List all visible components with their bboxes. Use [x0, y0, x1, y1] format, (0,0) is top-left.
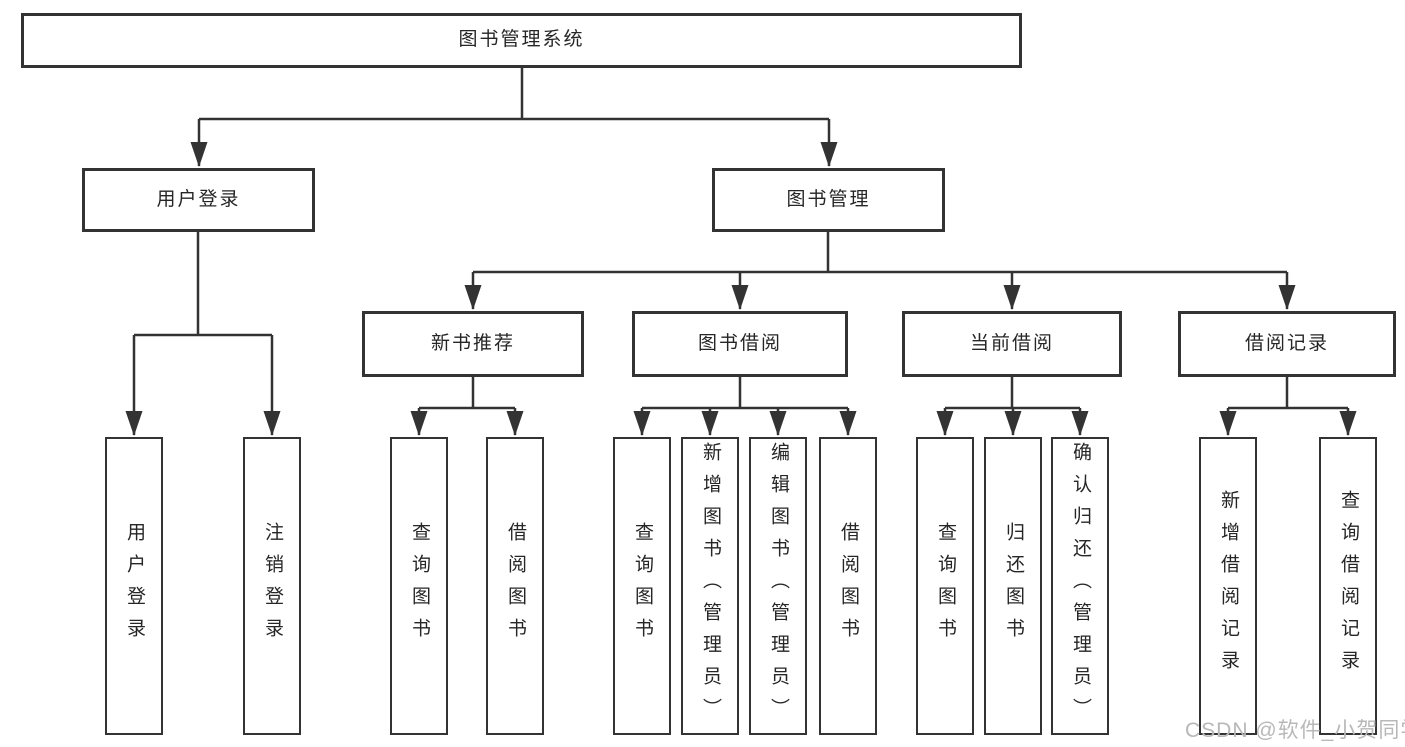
leaf-user-login: 用户登录: [105, 437, 163, 735]
leaf-confirm-return-admin: 确认归还（管理员）: [1051, 437, 1109, 735]
connector-book-mgmt-tee: [473, 232, 1287, 274]
node-new-book-recommend: 新书推荐: [362, 311, 584, 377]
leaf-query-books: 查询图书: [613, 437, 671, 735]
leaf-borrow-books: 借阅图书: [486, 437, 544, 735]
connector-borrow-record-tee: [1228, 377, 1348, 410]
leaf-query-books: 查询图书: [916, 437, 974, 735]
node-borrow-record: 借阅记录: [1178, 311, 1396, 377]
connector-new-book-tee: [419, 377, 515, 410]
node-root-library-system: 图书管理系统: [21, 13, 1022, 68]
node-book-management: 图书管理: [712, 168, 945, 232]
leaf-edit-book-admin: 编辑图书（管理员）: [749, 437, 807, 735]
connector-user-login-tee: [134, 232, 272, 337]
leaf-query-borrow-record: 查询借阅记录: [1319, 437, 1377, 735]
leaf-add-book-admin: 新增图书（管理员）: [681, 437, 739, 735]
connector-root-tee: [199, 68, 829, 121]
leaf-query-books: 查询图书: [390, 437, 448, 735]
connector-book-borrow-tee: [642, 377, 848, 410]
node-book-borrow: 图书借阅: [632, 311, 848, 377]
leaf-return-books: 归还图书: [984, 437, 1042, 735]
node-current-borrow: 当前借阅: [902, 311, 1122, 377]
csdn-watermark: CSDN @软件_小贺同学: [1185, 719, 1405, 742]
leaf-borrow-books: 借阅图书: [819, 437, 877, 735]
leaf-logout: 注销登录: [243, 437, 301, 735]
leaf-add-borrow-record: 新增借阅记录: [1199, 437, 1257, 735]
connector-current-borrow-tee: [945, 377, 1080, 410]
node-user-login: 用户登录: [82, 168, 315, 232]
